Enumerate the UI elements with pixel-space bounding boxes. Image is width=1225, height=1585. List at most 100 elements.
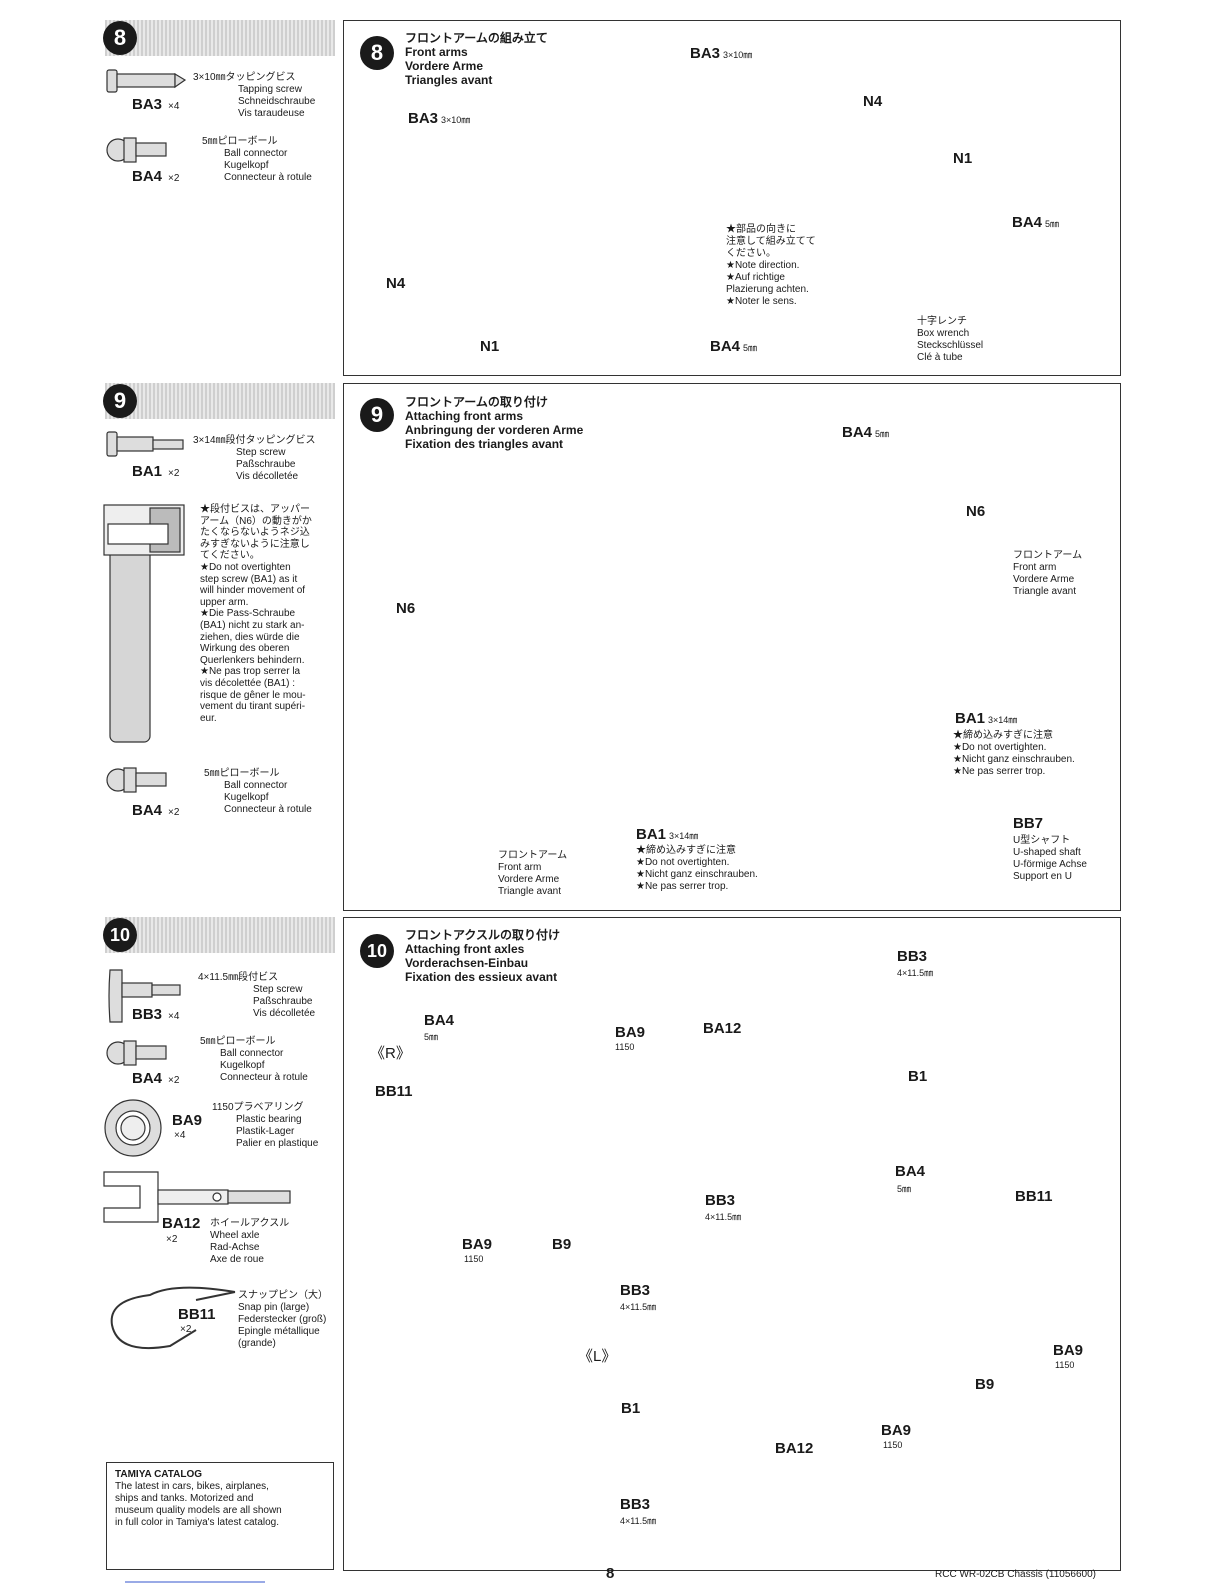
step10-panel	[343, 917, 1121, 1571]
wheel-axle-icon	[103, 1171, 291, 1223]
ba9-desc: 1150プラベアリング Plastic bearing Plastik-Lage…	[212, 1102, 319, 1149]
step8-title: フロントアームの組み立て Front arms Vordere Arme Tri…	[405, 31, 548, 87]
step10-badge: 10	[360, 934, 394, 968]
step10-size-ba9-d: 1150	[883, 1440, 903, 1450]
step10-size-ba9-c: 1150	[1055, 1360, 1075, 1370]
step10-label-ba4-b: BA4	[895, 1163, 926, 1180]
step10-side-badge: 10	[103, 918, 137, 952]
ba9-code: BA9	[172, 1112, 203, 1129]
bb11-qty: ×2	[180, 1324, 192, 1335]
step8-direction-note: ★部品の向きに注意して組み立ててください。 ★Note direction.★A…	[726, 224, 816, 307]
step10-label-b9-a: B9	[552, 1236, 572, 1253]
step10-size-bb3-a: 4×11.5㎜	[897, 968, 934, 978]
step-screw-icon	[108, 969, 181, 1023]
ball-connector-icon	[106, 137, 167, 163]
bb11-desc: スナップピン（大） Snap pin (large) Federstecker …	[238, 1290, 328, 1349]
ba4-desc: 5㎜ピローボール Ball connector Kugelkopf Connec…	[204, 768, 312, 815]
step10-size-bb3-d: 4×11.5㎜	[620, 1516, 657, 1526]
bb3-code: BB3×4	[132, 1006, 180, 1023]
ba12-qty: ×2	[166, 1234, 178, 1245]
step10-side-header	[105, 917, 335, 953]
ba4-code: BA4×2	[132, 1070, 180, 1087]
step10-label-ba9-a: BA9	[615, 1024, 646, 1041]
catalog-title: TAMIYA CATALOG	[115, 1469, 203, 1480]
step9-ba1-note-a: ★締め込みすぎに注意★Do not overtighten. ★Nicht ga…	[953, 730, 1075, 777]
step10-size-bb3-b: 4×11.5㎜	[705, 1212, 742, 1222]
step10-label-ba9-c: BA9	[1053, 1342, 1084, 1359]
step10-size-ba9-b: 1150	[464, 1254, 484, 1264]
step10-label-ba9-b: BA9	[462, 1236, 493, 1253]
catalog-line: museum quality models are all shown	[115, 1505, 282, 1516]
ba12-desc: ホイールアクスル Wheel axle Rad-Achse Axe de rou…	[210, 1218, 290, 1265]
bb3-desc: 4×11.5㎜段付ビス Step screw Paßschraube Vis d…	[198, 972, 316, 1019]
ba12-code: BA12	[162, 1215, 201, 1232]
step8-badge: 8	[360, 36, 394, 70]
step10-label-ba12-b: BA12	[775, 1440, 814, 1457]
step10-size-ba4-a: 5㎜	[424, 1032, 439, 1042]
step9-badge: 9	[360, 398, 394, 432]
step8-label-n1-b: N1	[480, 338, 500, 355]
step10-label-ba4-a: BA4	[424, 1012, 455, 1029]
page-number: 8	[606, 1565, 615, 1582]
step9-side-header	[105, 383, 335, 419]
ba4-code: BA4×2	[132, 802, 180, 819]
snap-pin-icon	[110, 1286, 236, 1350]
ba4-desc: 5㎜ピローボール Ball connector Kugelkopf Connec…	[200, 1036, 308, 1083]
step10-label-r: 《R》	[370, 1045, 411, 1062]
step10-label-bb3-a: BB3	[897, 948, 928, 965]
catalog-line: in full color in Tamiya's latest catalog…	[115, 1517, 280, 1528]
step10-label-b1-b: B1	[621, 1400, 641, 1417]
step9-side-note: ★段付ビスは、アッパーアーム（N6）の動きがかたくならないようネジ込 みすぎない…	[200, 504, 312, 724]
bearing-icon	[104, 1099, 162, 1157]
screw-icon	[106, 69, 187, 93]
catalog-line: ships and tanks. Motorized and	[115, 1493, 254, 1504]
step-screw-icon	[106, 431, 184, 457]
step10-label-bb11-b: BB11	[1015, 1188, 1053, 1205]
step10-label-bb3-c: BB3	[620, 1282, 651, 1299]
step8-side-badge: 8	[103, 21, 137, 55]
step10-size-ba4-b: 5㎜	[897, 1184, 912, 1194]
step10-label-ba12-a: BA12	[703, 1020, 742, 1037]
step10-label-l: 《L》	[578, 1348, 617, 1365]
ba3-code: BA3×4	[132, 96, 180, 113]
step10-label-bb3-d: BB3	[620, 1496, 651, 1513]
ba4-code: BA4×2	[132, 168, 180, 185]
step10-title: フロントアクスルの取り付け Attaching front axles Vord…	[405, 928, 561, 984]
ball-connector-icon	[106, 767, 167, 793]
step8-side-header	[105, 20, 335, 56]
step10-label-b9-b: B9	[975, 1376, 995, 1393]
step9-panel	[343, 383, 1121, 911]
step9-label-bb7: BB7	[1013, 815, 1044, 832]
step10-label-bb11-a: BB11	[375, 1083, 413, 1100]
step10-size-ba9-a: 1150	[615, 1042, 635, 1052]
step10-label-ba9-d: BA9	[881, 1422, 912, 1439]
product-code: RCC WR-02CB Chassis (11056600)	[935, 1569, 1096, 1580]
step8-label-n1-a: N1	[953, 150, 973, 167]
step8-panel	[343, 20, 1121, 376]
ba9-qty: ×4	[174, 1130, 186, 1141]
step9-ba1-note-b: ★締め込みすぎに注意★Do not overtighten. ★Nicht ga…	[636, 845, 758, 892]
upper-arm-illustration	[103, 504, 185, 743]
ba1-code: BA1×2	[132, 463, 180, 480]
tamiya-catalog-box: TAMIYA CATALOG The latest in cars, bikes…	[106, 1462, 334, 1570]
ba1-desc: 3×14㎜段付タッピングビス Step screw Paßschraube Vi…	[193, 435, 316, 482]
step9-title: フロントアームの取り付け Attaching front arms Anbrin…	[405, 395, 584, 451]
step10-label-bb3-b: BB3	[705, 1192, 736, 1209]
catalog-line: The latest in cars, bikes, airplanes,	[115, 1481, 269, 1492]
step10-size-bb3-c: 4×11.5㎜	[620, 1302, 657, 1312]
step9-label-n6-a: N6	[966, 503, 986, 520]
step9-label-n6-b: N6	[396, 600, 416, 617]
ba4-desc: 5㎜ピローボール Ball connector Kugelkopf Connec…	[202, 136, 312, 183]
step10-label-b1-a: B1	[908, 1068, 928, 1085]
